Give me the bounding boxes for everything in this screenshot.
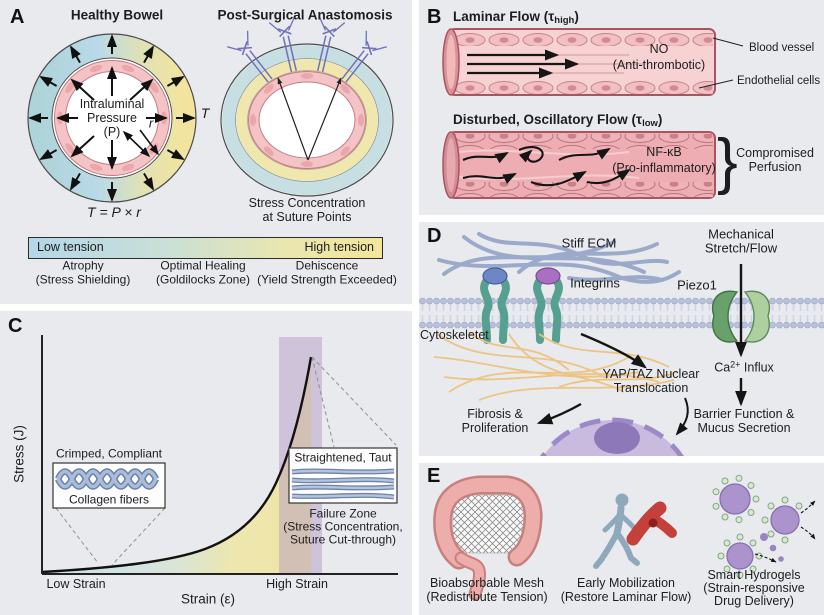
cytoskeleton-label: Cytoskeletet (420, 328, 489, 342)
compromised-perfusion-label: Compromised (736, 146, 814, 160)
fibrosis-label: Proliferation (461, 421, 529, 435)
mobilization-caption: (Restore Laminar Flow) (560, 590, 692, 604)
zone-atrophy-sub: (Stress Shielding) (35, 272, 131, 287)
bowel-cross-section-diagrams (27, 16, 394, 203)
radius-label: r (148, 115, 154, 131)
zone-atrophy-title: Atrophy (62, 258, 104, 273)
panel-b-shear-flow: B Laminar Flow (τhigh) NO (Anti-thrombot… (419, 0, 824, 215)
blood-vessel-label: Blood vessel (749, 42, 815, 54)
panel-letter-a: A (10, 6, 25, 28)
mechanical-stretch-label: Mechanical (708, 226, 774, 242)
turbulent-flow-arrows (462, 146, 631, 187)
mechanical-stretch-label: Stretch/Flow (704, 240, 778, 256)
panel-letter-d: D (427, 225, 442, 247)
fibrosis-label: Fibrosis & (467, 407, 523, 421)
stress-strain-curve (41, 356, 313, 574)
piezo1-label: Piezo1 (677, 277, 717, 293)
compromised-perfusion-label: Perfusion (748, 160, 802, 174)
high-strain-tick: High Strain (266, 577, 328, 591)
integrin-head-icon (535, 267, 561, 285)
colon-mesh-icon (433, 475, 543, 601)
collagen-straight-icon (288, 447, 398, 504)
low-strain-tick: Low Strain (46, 577, 106, 591)
cytoskeleton-fibers-icon (433, 331, 678, 401)
zone-dehiscence-title: Dehiscence (295, 258, 359, 273)
hydrogel-caption: Drug Delivery) (714, 594, 794, 608)
mesh-caption: (Redistribute Tension) (426, 590, 548, 604)
panel-letter-e: E (427, 465, 441, 487)
x-axis-label: Strain (ε) (180, 591, 236, 607)
intervention-icons (433, 474, 816, 601)
inset2-title: Straightened, Taut (294, 450, 392, 465)
integrins-label: Integrins (570, 275, 620, 291)
integrin-head-icon (482, 267, 508, 285)
zone-dehiscence-sub: (Yield Strength Exceeded) (257, 272, 397, 287)
yap-taz-label: YAP/TAZ Nuclear (602, 367, 700, 381)
endothelial-cells-label: Endothelial cells (737, 75, 821, 87)
anastomosis-diagram (220, 16, 394, 197)
artery-icon (626, 501, 677, 546)
inset1-caption: Collagen fibers (68, 492, 150, 507)
ecm-fibers-icon (437, 232, 681, 284)
y-axis-label: Stress (J) (11, 425, 27, 483)
inset1-title: Crimped, Compliant (55, 446, 163, 461)
failure-zone-caption: Failure Zone (309, 506, 377, 521)
hydrogel-icon (712, 474, 816, 579)
tension-label: T (200, 105, 210, 122)
zone-optimal-sub: (Goldilocks Zone) (155, 272, 251, 287)
no-sublabel: (Anti-thrombotic) (612, 58, 706, 72)
barrier-function-label: Barrier Function & (693, 407, 795, 421)
ca-influx-label: Ca2+ Influx (714, 359, 774, 375)
no-label: NO (649, 42, 669, 56)
stress-strain-curve-chart (41, 335, 398, 575)
suture-icons (226, 16, 388, 83)
failure-zone-caption: Suture Cut-through) (289, 532, 397, 547)
integrin-icon (480, 276, 563, 344)
panel-d-mechanotransduction: D Stiff ECM Mechanical Stretch/Flow Inte… (419, 222, 824, 456)
tension-gradient-bar: Low tension High tension (28, 237, 383, 259)
healthy-bowel-diagram (27, 33, 197, 203)
panel-letter-b: B (427, 6, 442, 28)
disturbed-vessel-illustration (442, 131, 716, 199)
disturbed-flow-title: Disturbed, Oscillatory Flow (τlow) (453, 112, 663, 129)
zone-optimal-title: Optimal Healing (160, 258, 246, 273)
mesh-caption: Bioabsorbable Mesh (430, 576, 544, 590)
piezo1-icon (711, 290, 771, 343)
intraluminal-pressure-label: Intraluminal (79, 97, 145, 111)
nfkb-sublabel: (Pro-inflammatory) (612, 161, 716, 175)
stiff-ecm-label: Stiff ECM (561, 235, 617, 251)
intraluminal-pressure-label: Pressure (86, 111, 138, 125)
panel-e-interventions: E Bioabsorbable Mesh (Redistribute Tensi… (419, 463, 824, 615)
anastomosis-title: Post-Surgical Anastomosis (217, 7, 393, 23)
yap-taz-label: Translocation (613, 381, 689, 395)
brace-icon: } (717, 127, 738, 196)
laminar-vessel-illustration (442, 28, 744, 96)
panel-c-stress-strain: C Stress (J) Crimped, Compliant Collagen… (0, 311, 412, 615)
panel-a-wall-tension: A Healthy Bowel Post-Surgical Anastomosi… (0, 0, 412, 304)
blood-vessel-flow-diagrams (442, 28, 744, 199)
healthy-bowel-title: Healthy Bowel (70, 7, 164, 23)
nucleus-icon (540, 417, 684, 456)
failure-zone-caption: (Stress Concentration, (283, 519, 403, 534)
laminar-flow-title: Laminar Flow (τhigh) (453, 9, 579, 26)
mobilization-caption: Early Mobilization (577, 576, 675, 590)
mechanotransduction-diagram (419, 232, 824, 456)
low-tension-label: Low tension (37, 240, 104, 254)
nfkb-label: NF-κB (646, 145, 682, 159)
hydrogel-caption: Smart Hydrogels (707, 568, 801, 582)
hydrogel-caption: (Strain-responsive (703, 581, 805, 595)
intraluminal-pressure-label: (P) (103, 125, 121, 139)
barrier-function-label: Mucus Secretion (697, 421, 791, 435)
stress-concentration-caption: Stress Concentration (248, 196, 366, 210)
high-tension-label: High tension (304, 240, 375, 254)
panel-letter-c: C (8, 315, 23, 337)
stress-concentration-caption: at Suture Points (262, 210, 352, 224)
collagen-crimped-icon (52, 462, 166, 509)
walking-person-icon (593, 493, 640, 569)
laplace-formula: T = P × r (87, 204, 141, 221)
